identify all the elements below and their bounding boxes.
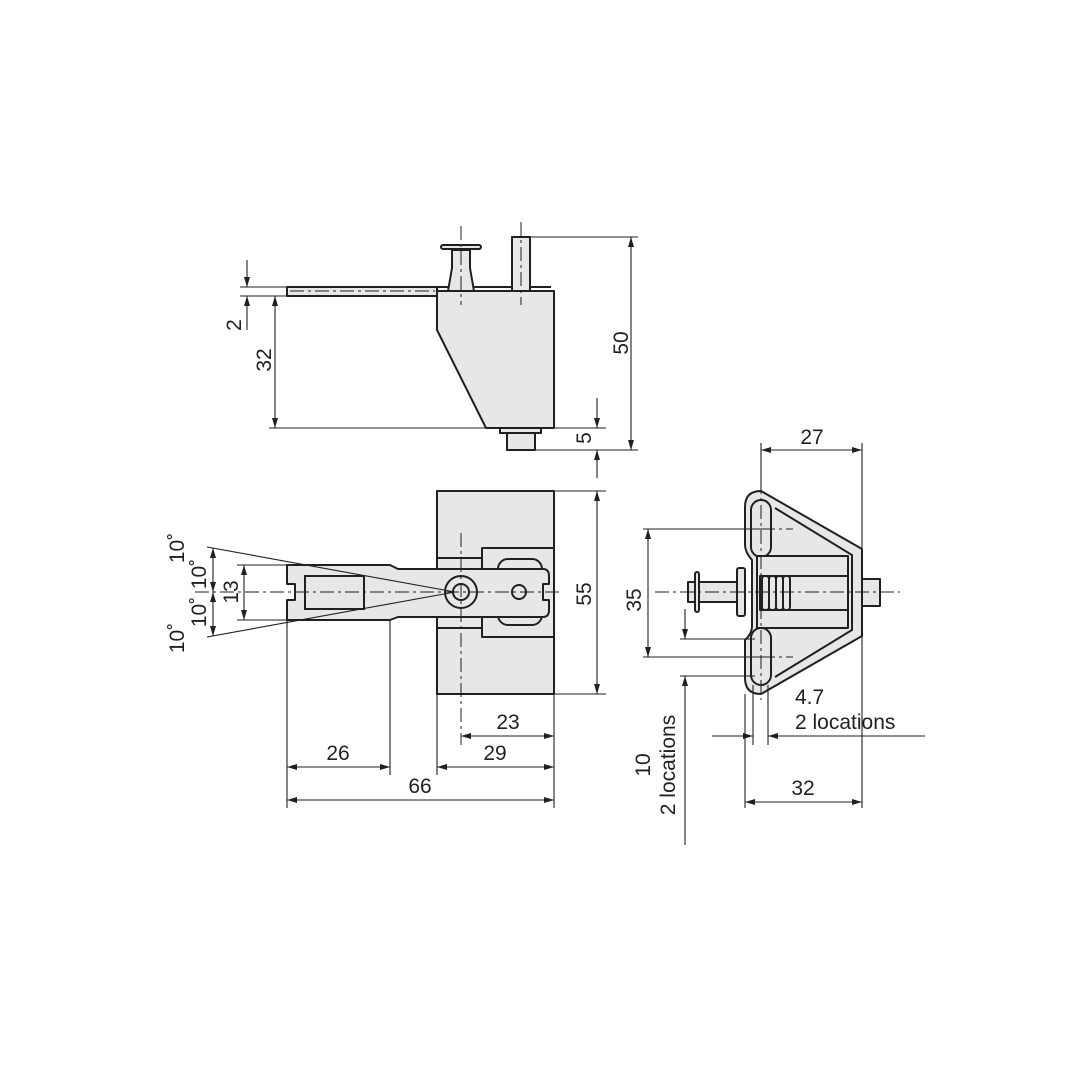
front-view: 10˚ 10˚ 10˚ 10˚ 13 55 23 29 26 66 xyxy=(166,490,606,808)
dim-66: 66 xyxy=(408,775,431,798)
dim-10-note: 2 locations xyxy=(657,715,680,815)
dim-29: 29 xyxy=(483,742,506,765)
latch-body-side xyxy=(436,290,555,429)
dim-26: 26 xyxy=(326,742,349,765)
angle-upper-outer: 10˚ xyxy=(166,533,189,563)
angle-upper-inner: 10˚ xyxy=(188,559,211,589)
dim-50: 50 xyxy=(610,331,633,354)
dim-35: 35 xyxy=(623,588,646,611)
dim-4-7-note: 2 locations xyxy=(795,711,895,734)
angle-lower-outer: 10˚ xyxy=(166,623,189,653)
dim-2: 2 xyxy=(223,319,246,331)
dim-32-side: 32 xyxy=(253,348,276,371)
boss xyxy=(506,432,536,451)
dim-23: 23 xyxy=(496,711,519,734)
dim-32-end: 32 xyxy=(791,777,814,800)
dim-5: 5 xyxy=(573,432,596,444)
dim-4-7: 4.7 xyxy=(795,686,824,709)
dim-55: 55 xyxy=(573,582,596,605)
dim-13: 13 xyxy=(220,580,243,603)
side-view: 50 32 2 5 xyxy=(223,222,638,478)
end-view: 27 35 10 2 locations 4.7 2 locations 32 xyxy=(623,426,925,845)
dim-27: 27 xyxy=(800,426,823,449)
angle-lower-inner: 10˚ xyxy=(188,597,211,627)
dim-10: 10 xyxy=(632,753,655,776)
